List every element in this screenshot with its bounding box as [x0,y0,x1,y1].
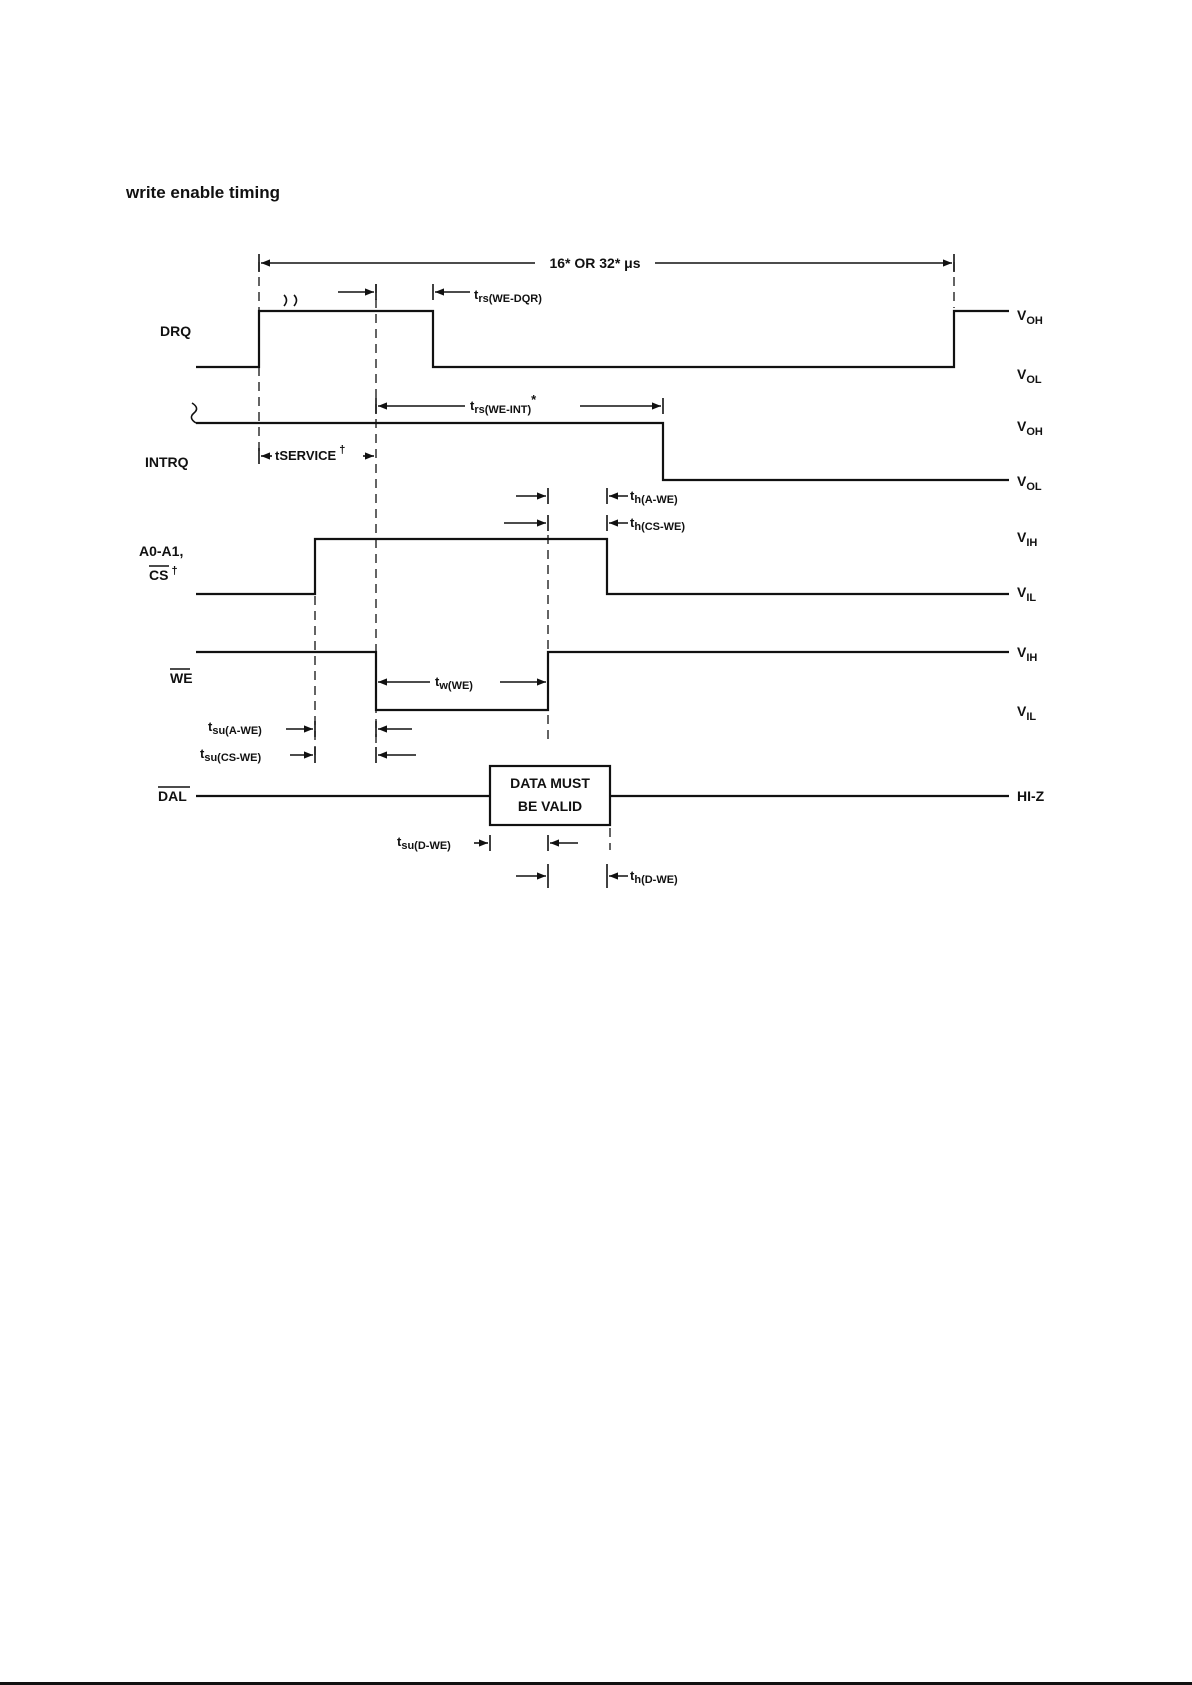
signal-label-we: WE [170,670,193,686]
signal-label-drq: DRQ [160,323,191,339]
cs-dagger: † [171,565,177,577]
level-intrq-voh: VOH [1017,418,1043,438]
period-label: 16* OR 32* μs [549,255,640,271]
tsu-cs-we-label: tsu(CS-WE) [200,746,262,764]
intrq-break-mark [191,403,196,423]
tsu-a-we-label: tsu(A-WE) [208,719,262,737]
trs-we-int-label: trs(WE-INT)* [470,392,537,416]
drq-waveform [196,311,1009,367]
level-drq-vol: VOL [1017,366,1042,386]
cs-text: CS [149,567,168,583]
level-dal-hiz: HI-Z [1017,788,1045,804]
data-valid-line1: DATA MUST [510,775,590,791]
th-cs-we-label: th(CS-WE) [630,515,685,533]
signal-label-a0a1: A0-A1, [139,543,183,559]
level-intrq-vol: VOL [1017,473,1042,493]
level-drq-voh: VOH [1017,307,1043,327]
drq-break-mark [284,295,297,306]
tsu-d-we-label: tsu(D-WE) [397,834,451,852]
trs-we-dqr-label: trs(WE-DQR) [474,287,542,305]
we-waveform [196,652,1009,710]
level-addr-vih: VIH [1017,529,1037,549]
th-d-we-label: th(D-WE) [630,868,678,886]
tw-we-label: tw(WE) [435,674,473,692]
addr-cs-waveform [196,539,1009,594]
level-we-vil: VIL [1017,703,1036,723]
signal-label-intrq: INTRQ [145,454,189,470]
signal-label-cs: CS† [149,565,178,583]
signal-label-dal: DAL [158,788,187,804]
level-we-vih: VIH [1017,644,1037,664]
th-a-we-label: th(A-WE) [630,488,678,506]
data-valid-line2: BE VALID [518,798,582,814]
level-addr-vil: VIL [1017,584,1036,604]
tservice-label: tSERVICE† [275,444,345,463]
